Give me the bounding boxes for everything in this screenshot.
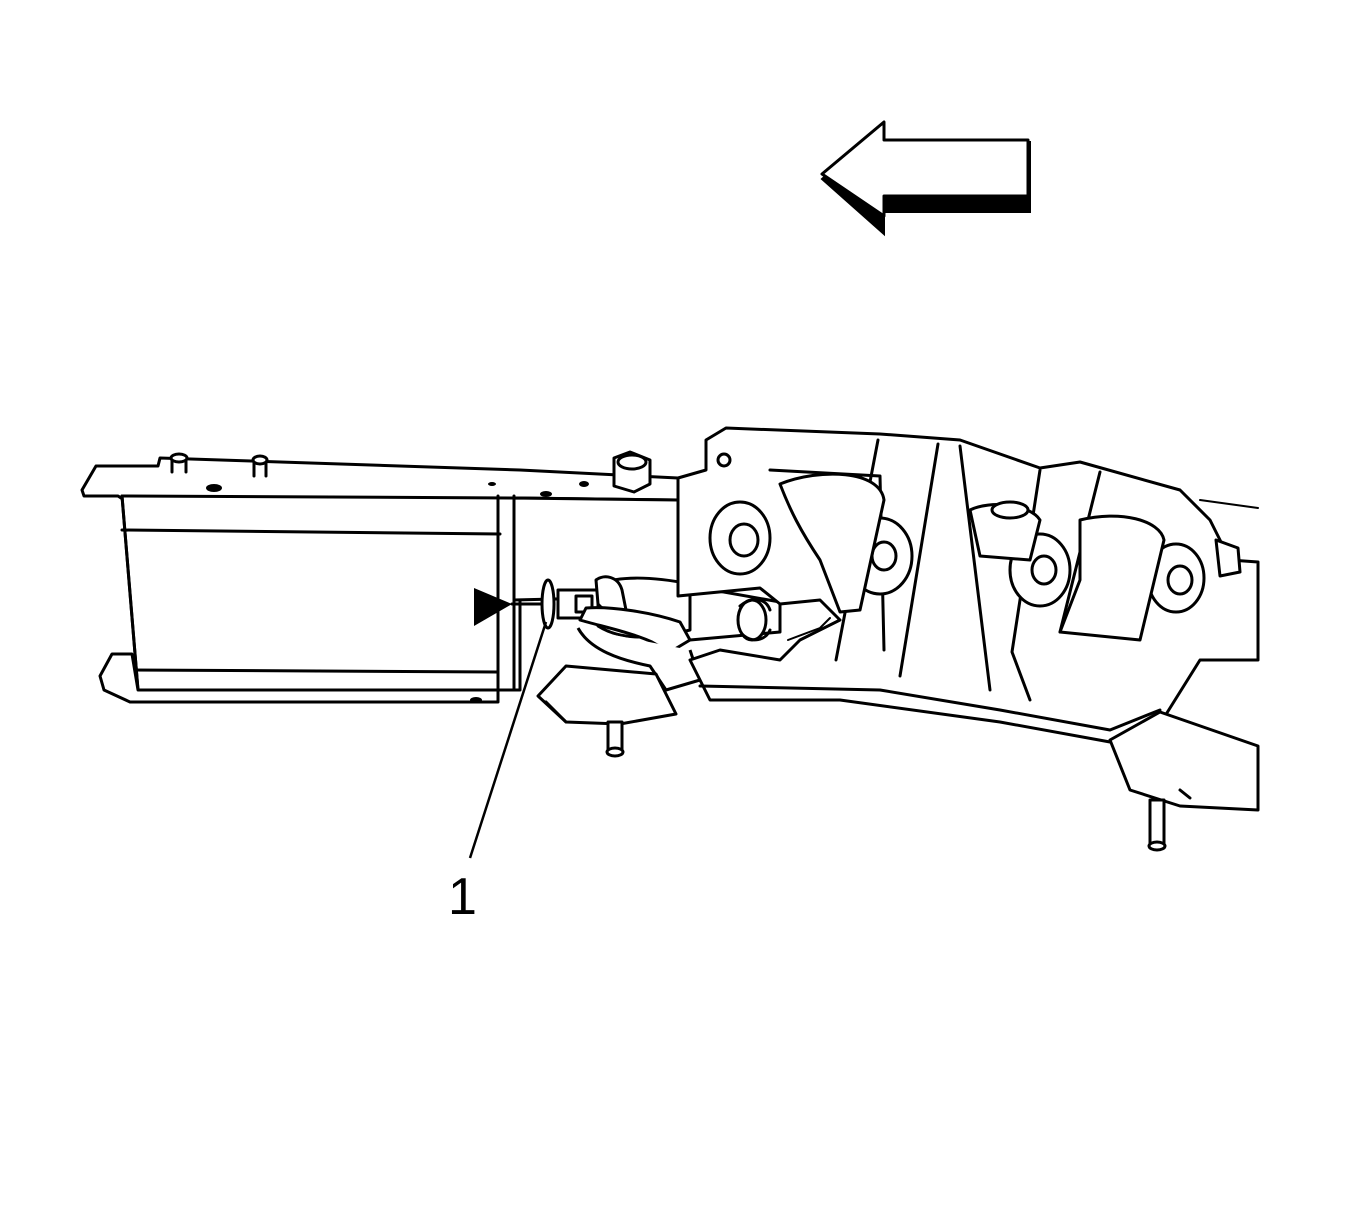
callout-1: 1 [448, 621, 548, 926]
left-arrow-icon [820, 120, 1031, 237]
lower-bracket-right [1108, 710, 1260, 852]
sensor-connector [474, 575, 831, 692]
heat-shield [676, 426, 1260, 744]
callout-leader-line [468, 621, 548, 859]
callout-label: 1 [448, 868, 477, 926]
lower-bracket-left [536, 664, 678, 758]
frame-rail-section [80, 450, 702, 704]
